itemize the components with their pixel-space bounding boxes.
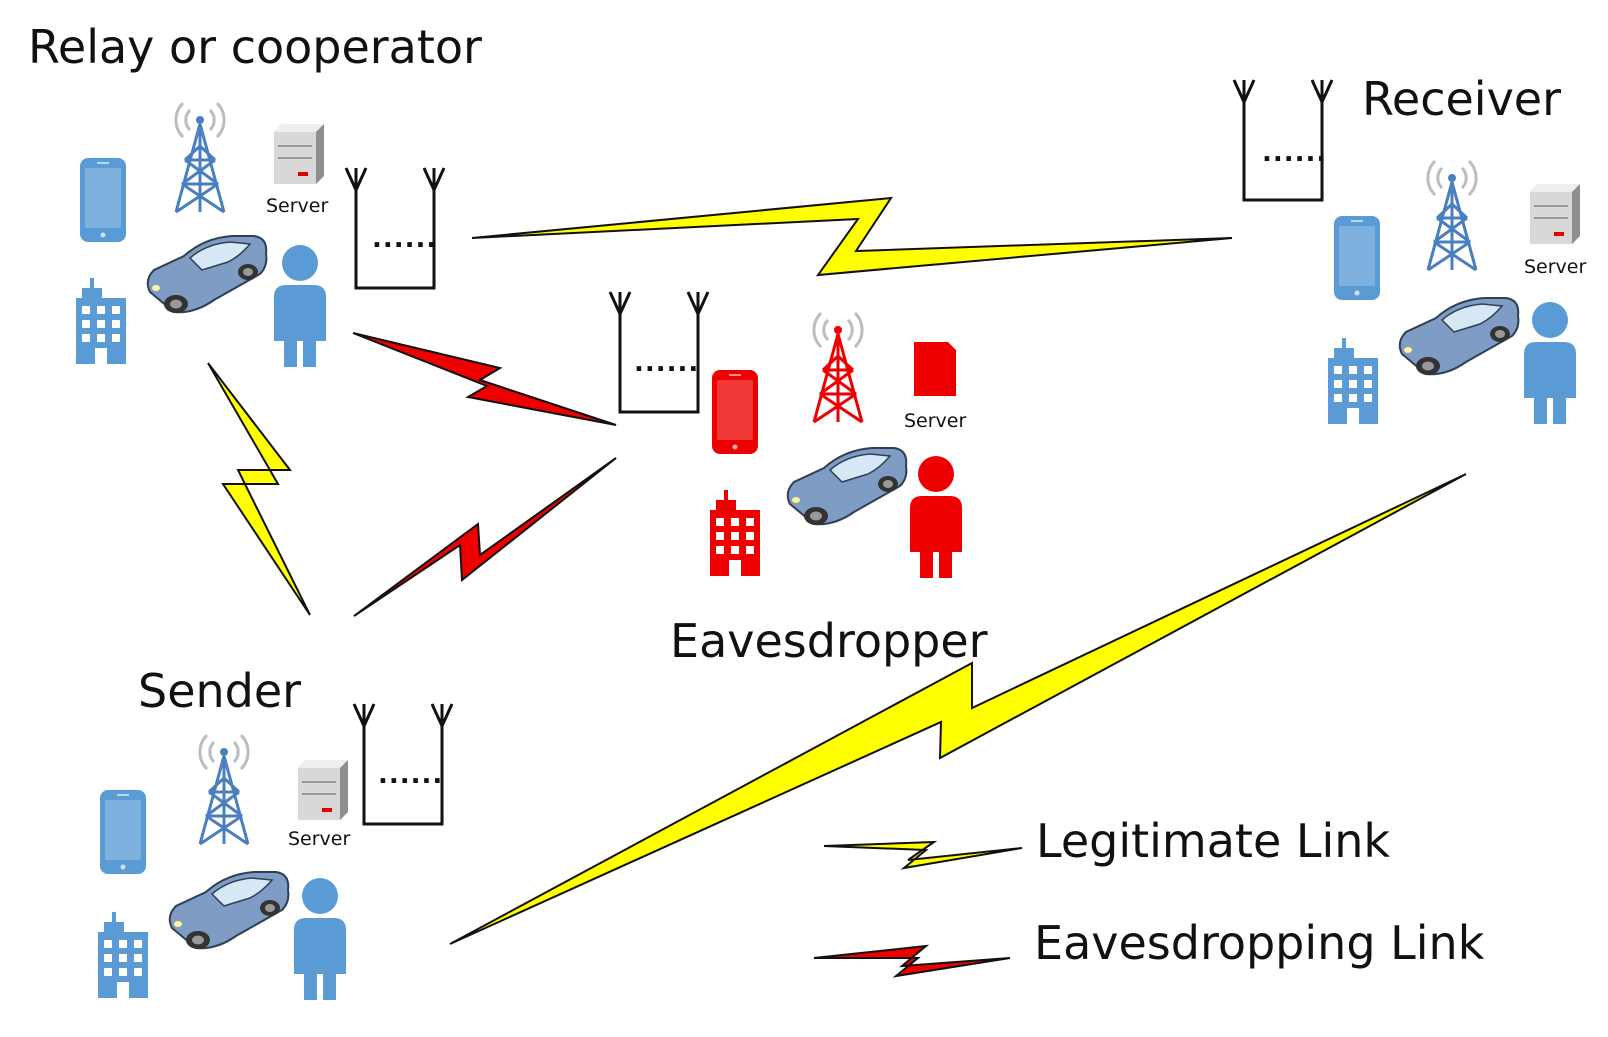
server-icon	[914, 342, 956, 396]
legitimate-link-sender-receiver	[449, 473, 1467, 945]
legend-legitimate-label: Legitimate Link	[1036, 814, 1391, 868]
relay-label: Relay or cooperator	[28, 20, 482, 74]
server-icon	[297, 759, 349, 821]
legitimate-link-relay-receiver	[471, 196, 1233, 277]
car-icon	[168, 871, 290, 950]
server-icon	[1529, 183, 1581, 245]
tower-icon	[174, 101, 226, 214]
person-icon	[910, 456, 962, 578]
eavesdropper-server-label: Server	[904, 410, 967, 432]
car-icon	[786, 447, 908, 526]
receiver-antenna-dots: ......	[1262, 138, 1328, 168]
building-icon	[76, 278, 126, 364]
person-icon	[1524, 302, 1576, 424]
eavesdropping-link-relay	[352, 332, 617, 426]
eavesdropper-antenna-dots: ......	[634, 348, 700, 378]
person-icon	[274, 245, 326, 367]
relay-server-label: Server	[266, 195, 329, 217]
eavesdropper-group	[608, 290, 962, 578]
legend-legitimate-icon	[823, 840, 1023, 870]
tower-icon	[812, 311, 864, 424]
sender-label: Sender	[138, 664, 302, 718]
tower-icon	[1426, 159, 1478, 272]
car-icon	[1398, 297, 1520, 376]
building-icon	[710, 490, 760, 576]
person-icon	[294, 878, 346, 1000]
phone-icon	[1334, 216, 1380, 300]
legend-eavesdropping-label: Eavesdropping Link	[1034, 916, 1485, 970]
receiver-label: Receiver	[1362, 72, 1562, 126]
sender-group	[98, 702, 454, 1000]
building-icon	[1328, 338, 1378, 424]
receiver-server-label: Server	[1524, 256, 1587, 278]
phone-icon	[80, 158, 126, 242]
phone-icon	[712, 370, 758, 454]
sender-server-label: Server	[288, 828, 351, 850]
car-icon	[146, 235, 268, 314]
eavesdropper-label: Eavesdropper	[670, 614, 988, 668]
sender-antenna-dots: ......	[378, 760, 444, 790]
relay-antenna-dots: ......	[372, 224, 438, 254]
tower-icon	[198, 733, 250, 846]
legend-eavesdropping-icon	[813, 944, 1011, 978]
receiver-group	[1232, 78, 1581, 424]
phone-icon	[100, 790, 146, 874]
eavesdropping-link-sender	[353, 457, 617, 617]
building-icon	[98, 912, 148, 998]
legitimate-link-relay-sender	[207, 362, 311, 616]
server-icon	[273, 123, 325, 185]
